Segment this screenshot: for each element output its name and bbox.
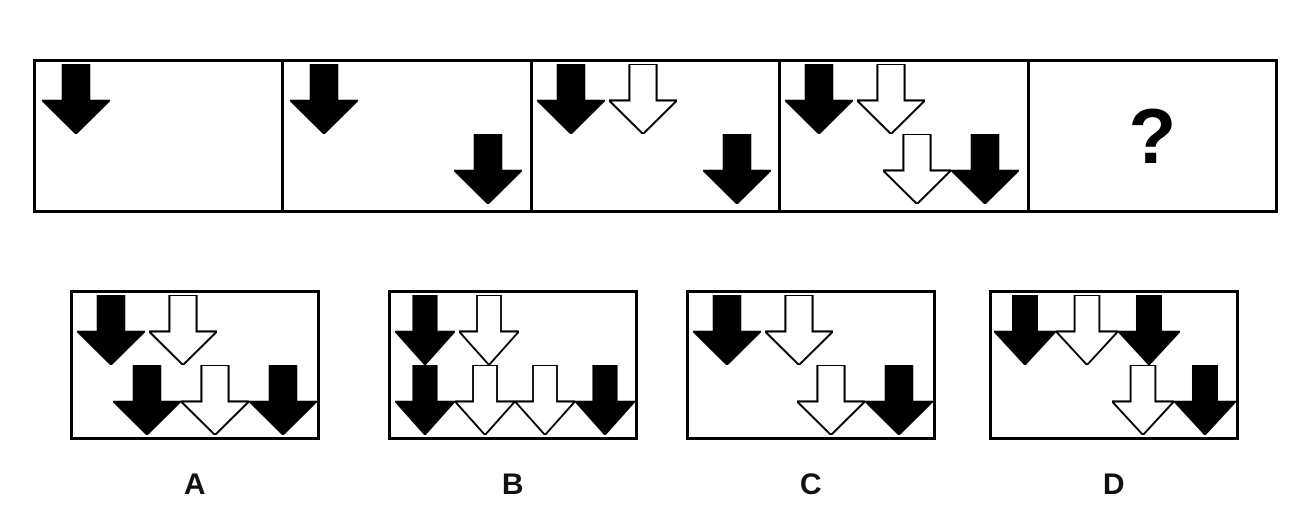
arrow-down-filled-icon [77, 295, 145, 365]
arrow-down-hollow-icon [515, 365, 575, 435]
arrow-down-filled-icon [454, 134, 523, 204]
sequence-cell-5-question[interactable]: ? [1029, 62, 1276, 210]
arrow-down-hollow-icon [857, 64, 926, 134]
arrow-down-hollow-icon [455, 365, 515, 435]
arrow-down-filled-icon [395, 365, 455, 435]
arrow-down-filled-icon [42, 64, 110, 134]
answer-options-row: A B C D [0, 290, 1316, 524]
answer-option-b-label: B [501, 468, 525, 501]
answer-option-d-panel[interactable] [989, 290, 1239, 440]
answer-option-a[interactable]: A [70, 290, 320, 502]
arrow-down-hollow-icon [149, 295, 217, 365]
arrow-down-filled-icon [536, 64, 605, 134]
arrow-down-hollow-icon [608, 64, 677, 134]
arrow-down-filled-icon [113, 365, 181, 435]
sequence-cell-4[interactable] [781, 62, 1030, 210]
answer-option-c-label: C [799, 468, 823, 501]
arrow-down-hollow-icon [883, 134, 952, 204]
arrow-down-hollow-icon [459, 295, 519, 365]
arrow-down-hollow-icon [1112, 365, 1174, 435]
sequence-cell-3[interactable] [532, 62, 782, 210]
answer-option-c[interactable]: C [686, 290, 936, 502]
arrow-down-hollow-icon [1056, 295, 1118, 365]
arrow-down-filled-icon [994, 295, 1056, 365]
arrow-down-filled-icon [1118, 295, 1180, 365]
sequence-cell-2[interactable] [284, 62, 533, 210]
answer-option-a-panel[interactable] [70, 290, 320, 440]
answer-option-d[interactable]: D [989, 290, 1239, 502]
question-mark: ? [1128, 92, 1177, 180]
arrow-down-filled-icon [575, 365, 635, 435]
arrow-down-hollow-icon [797, 365, 865, 435]
answer-option-c-panel[interactable] [686, 290, 936, 440]
arrow-down-filled-icon [290, 64, 359, 134]
arrow-down-filled-icon [395, 295, 455, 365]
answer-option-b-panel[interactable] [388, 290, 638, 440]
arrow-down-filled-icon [785, 64, 854, 134]
arrow-down-filled-icon [249, 365, 317, 435]
answer-option-b[interactable]: B [388, 290, 638, 502]
answer-option-d-label: D [1102, 468, 1126, 501]
arrow-down-hollow-icon [181, 365, 249, 435]
arrow-down-filled-icon [702, 134, 771, 204]
arrow-down-filled-icon [693, 295, 761, 365]
arrow-down-filled-icon [865, 365, 933, 435]
arrow-down-hollow-icon [765, 295, 833, 365]
answer-option-a-label: A [183, 468, 207, 501]
sequence-cell-1[interactable] [36, 62, 285, 210]
arrow-down-filled-icon [951, 134, 1020, 204]
arrow-down-filled-icon [1174, 365, 1236, 435]
sequence-row: ? [33, 59, 1278, 213]
